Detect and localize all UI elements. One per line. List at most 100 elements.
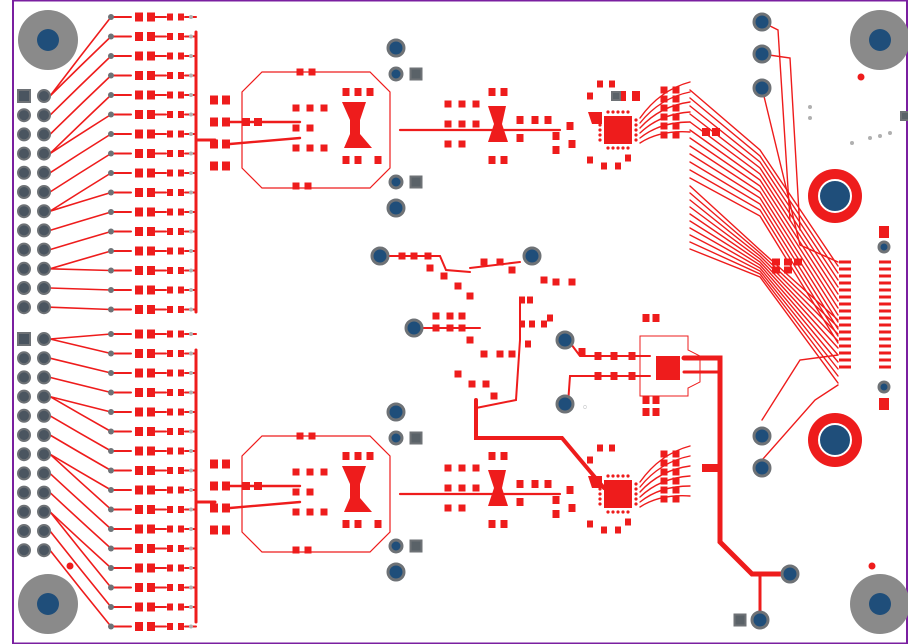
smd-pad xyxy=(210,139,218,149)
header-pin xyxy=(37,242,51,257)
smd-pad xyxy=(147,110,155,119)
small-via xyxy=(189,488,193,492)
small-via xyxy=(189,351,193,356)
smd-pad xyxy=(167,428,173,435)
smd-pad xyxy=(879,309,891,313)
smd-pad xyxy=(147,485,155,495)
small-via xyxy=(616,474,620,478)
small-via xyxy=(108,487,114,493)
small-via xyxy=(108,331,114,337)
smd-pad xyxy=(458,484,466,492)
smd-pad xyxy=(135,149,143,158)
smd-pad xyxy=(222,481,230,491)
header-pin xyxy=(37,165,51,180)
small-via xyxy=(189,171,193,175)
smd-pad xyxy=(135,188,143,197)
smd-pad xyxy=(147,602,155,612)
smd-pad xyxy=(519,320,525,328)
smd-pad xyxy=(167,91,173,99)
connector-hole-center xyxy=(818,179,852,213)
smd-pad xyxy=(672,95,680,103)
via-pad xyxy=(750,610,770,630)
smd-pad xyxy=(660,104,668,112)
smd-pad xyxy=(472,464,480,472)
smd-pad xyxy=(839,288,851,292)
smd-pad xyxy=(147,71,155,80)
smd-pad xyxy=(135,427,143,436)
small-via xyxy=(598,133,602,137)
smd-pad xyxy=(210,525,218,535)
header-pin xyxy=(17,370,31,385)
smd-pad xyxy=(529,320,535,328)
smd-pad xyxy=(578,348,586,356)
header-pin xyxy=(37,223,51,238)
small-via xyxy=(868,136,872,140)
smd-pad xyxy=(167,564,173,572)
small-via xyxy=(626,110,630,114)
smd-pad xyxy=(306,124,314,132)
smd-pad xyxy=(839,295,851,299)
smd-pad xyxy=(167,150,173,157)
small-via xyxy=(189,585,193,590)
smd-pad xyxy=(444,504,452,512)
smd-pad xyxy=(454,282,462,290)
smd-pad xyxy=(147,266,155,275)
smd-pad xyxy=(601,526,607,534)
smd-pad xyxy=(147,563,155,573)
smd-pad xyxy=(446,324,454,332)
small-via xyxy=(621,146,625,150)
smd-pad xyxy=(135,622,143,631)
trace xyxy=(49,55,112,116)
smd-pad xyxy=(544,480,552,488)
via-pad xyxy=(752,44,772,64)
header-pin xyxy=(37,146,51,161)
mounting-hole-center xyxy=(37,29,59,51)
trace xyxy=(49,415,112,452)
mounting-hole-center xyxy=(869,29,891,51)
small-via xyxy=(189,268,193,273)
trace xyxy=(689,89,839,267)
smd-pad xyxy=(794,258,802,266)
trace xyxy=(689,199,839,335)
smd-pad xyxy=(568,278,576,286)
smd-pad xyxy=(178,330,184,338)
smd-pad xyxy=(167,623,173,630)
small-via xyxy=(189,390,193,395)
trace xyxy=(689,185,839,321)
smd-pad xyxy=(712,128,720,136)
trace xyxy=(49,395,112,413)
smd-pad xyxy=(839,302,851,306)
smd-pad xyxy=(178,189,184,196)
header-pin xyxy=(17,261,31,276)
smd-pad xyxy=(178,91,184,99)
smd-components xyxy=(135,12,891,631)
smd-pad xyxy=(242,118,250,126)
smd-pad xyxy=(702,128,710,136)
small-via xyxy=(189,429,193,434)
smd-pad xyxy=(472,120,480,128)
smd-pad xyxy=(178,286,184,294)
smd-pad xyxy=(544,116,552,124)
smd-pad xyxy=(500,452,508,460)
smd-pad xyxy=(444,140,452,148)
via-pad xyxy=(388,66,404,82)
smd-pad xyxy=(444,120,452,128)
smd-pad xyxy=(772,258,780,266)
small-via xyxy=(66,562,74,570)
smd-pad xyxy=(432,324,440,332)
small-via xyxy=(108,506,114,513)
smd-pad xyxy=(672,486,680,494)
smd-pad xyxy=(320,508,328,516)
smd-pad xyxy=(178,525,184,533)
via-pad xyxy=(404,318,424,338)
small-via xyxy=(108,526,114,532)
header-pin xyxy=(37,543,51,558)
small-via xyxy=(189,507,193,512)
header-pin xyxy=(17,524,31,538)
smd-pad xyxy=(167,286,173,294)
trace xyxy=(689,105,839,281)
smd-pad xyxy=(672,104,680,112)
smd-pad xyxy=(167,247,173,255)
small-via xyxy=(108,467,114,474)
smd-pad xyxy=(135,388,143,397)
